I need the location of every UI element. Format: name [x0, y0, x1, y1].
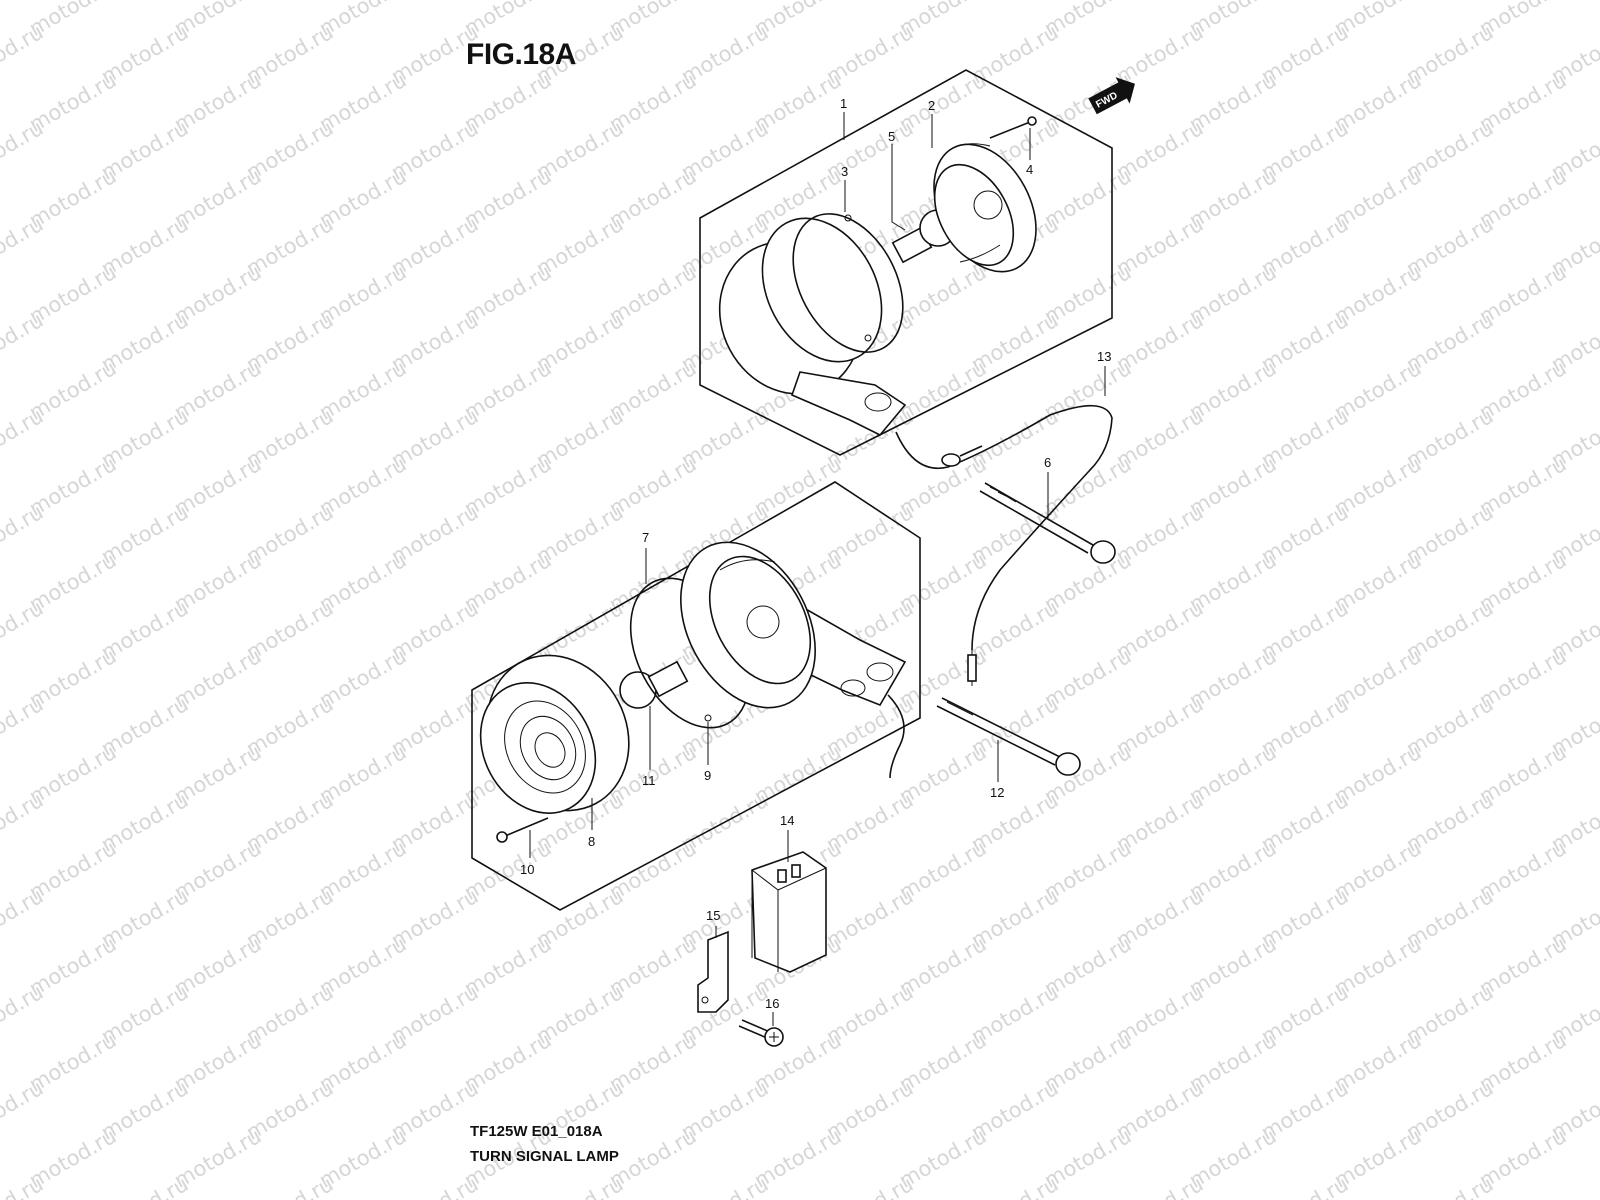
flasher-relay — [751, 851, 827, 973]
figure-name: TURN SIGNAL LAMP — [470, 1148, 619, 1165]
forward-arrow-icon: FWD — [1088, 77, 1135, 115]
figure-title: FIG.18A — [466, 38, 576, 71]
lower-wire — [887, 694, 905, 779]
upper-lens — [718, 217, 883, 395]
callout-9: 9 — [704, 768, 711, 783]
bolt-upper — [979, 482, 1116, 564]
callout-labels: 1 2 3 4 5 6 7 8 9 10 11 12 13 14 15 16 — [520, 96, 1111, 1011]
lower-bulb — [619, 660, 689, 709]
upper-gasket — [792, 213, 904, 353]
bolt-lower — [936, 697, 1081, 776]
callout-15: 15 — [706, 908, 720, 923]
lower-lens — [479, 654, 630, 814]
callout-12: 12 — [990, 785, 1004, 800]
upper-screw — [989, 116, 1037, 139]
lower-housing — [680, 541, 907, 709]
callout-14: 14 — [780, 813, 794, 828]
upper-housing — [933, 143, 1037, 273]
callout-13: 13 — [1097, 349, 1111, 364]
bracket-screw — [738, 1019, 784, 1047]
relay-bracket — [697, 930, 729, 1013]
leader-lines — [529, 112, 1106, 1026]
callout-3: 3 — [841, 164, 848, 179]
callout-16: 16 — [765, 996, 779, 1011]
callout-2: 2 — [928, 98, 935, 113]
upper-lamp-assembly-frame — [699, 69, 1113, 456]
callout-7: 7 — [642, 530, 649, 545]
figure-code: TF125W E01_018A — [470, 1123, 603, 1140]
wire-harness — [895, 404, 1113, 651]
callout-11: 11 — [642, 773, 656, 788]
lower-screw — [496, 817, 549, 843]
callout-4: 4 — [1026, 162, 1033, 177]
callout-8: 8 — [588, 834, 595, 849]
callout-10: 10 — [520, 862, 534, 877]
upper-stem-bracket — [790, 371, 907, 436]
lower-lamp-assembly-frame — [471, 481, 921, 911]
callout-6: 6 — [1044, 455, 1051, 470]
callout-5: 5 — [888, 129, 895, 144]
callout-1: 1 — [840, 96, 847, 111]
